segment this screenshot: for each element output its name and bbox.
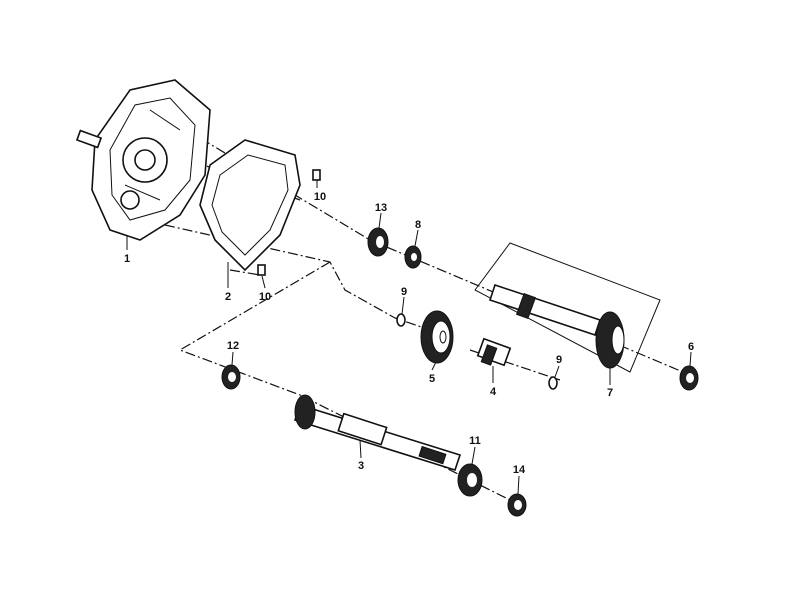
gear-5 xyxy=(420,310,454,364)
label-6: 6 xyxy=(688,341,694,353)
label-8: 8 xyxy=(415,219,421,231)
bearing-12 xyxy=(221,364,241,390)
label-11: 11 xyxy=(469,435,481,447)
label-10-lower: 10 xyxy=(259,291,271,303)
shaft-3 xyxy=(293,394,462,471)
label-14: 14 xyxy=(513,464,526,476)
bearing-8 xyxy=(404,245,422,269)
label-3: 3 xyxy=(358,460,364,472)
label-10-upper: 10 xyxy=(314,191,326,203)
label-13: 13 xyxy=(375,202,387,214)
dowel-pin-upper xyxy=(312,169,321,181)
gear-4-shaft xyxy=(476,337,512,367)
circlip-9-upper xyxy=(396,313,406,327)
transmission-case xyxy=(75,79,211,241)
label-5: 5 xyxy=(429,373,435,385)
part-labels: 1 2 10 10 13 8 9 5 4 9 7 6 12 3 11 14 xyxy=(124,191,694,476)
label-4: 4 xyxy=(490,386,497,398)
label-2: 2 xyxy=(225,291,231,303)
label-7: 7 xyxy=(607,387,613,399)
gasket xyxy=(199,139,301,272)
dowel-pin-lower xyxy=(257,264,266,276)
label-12: 12 xyxy=(227,340,239,352)
circlip-9-lower xyxy=(548,376,558,390)
seal-6 xyxy=(679,365,699,391)
bearing-13 xyxy=(367,227,389,257)
label-9-upper: 9 xyxy=(401,286,407,298)
shaft-7-assembly xyxy=(474,242,661,373)
leader-lines xyxy=(126,180,692,495)
label-1: 1 xyxy=(124,253,130,265)
bearing-11 xyxy=(457,463,483,497)
label-9-lower: 9 xyxy=(556,354,562,366)
seal-14 xyxy=(507,493,527,517)
